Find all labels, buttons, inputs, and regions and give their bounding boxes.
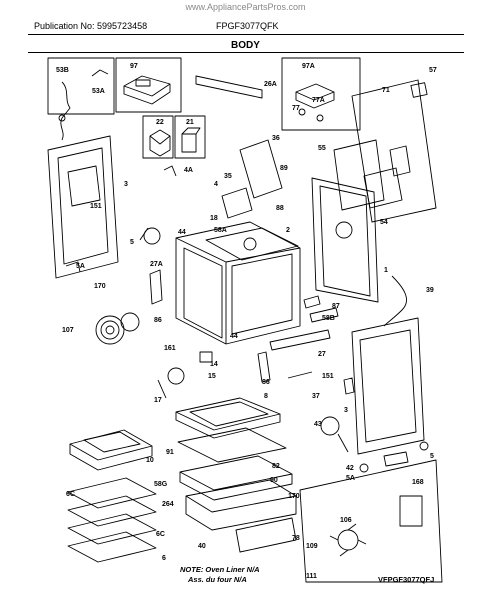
callout-17: 17 bbox=[154, 397, 162, 404]
callout-27: 27 bbox=[318, 351, 326, 358]
callout-88: 88 bbox=[276, 205, 284, 212]
callout-4: 4 bbox=[214, 181, 218, 188]
callout-27a: 27A bbox=[150, 261, 163, 268]
callout-86: 86 bbox=[154, 317, 162, 324]
detail-box-53b bbox=[47, 57, 115, 115]
callout-2: 2 bbox=[286, 227, 290, 234]
callout-3: 3 bbox=[344, 407, 348, 414]
callout-3: 3 bbox=[124, 181, 128, 188]
callout-42: 42 bbox=[346, 465, 354, 472]
callout-87: 87 bbox=[332, 303, 340, 310]
callout-82: 82 bbox=[272, 463, 280, 470]
callout-71: 71 bbox=[382, 87, 390, 94]
watermark: www.AppliancePartsPros.com bbox=[185, 2, 306, 12]
callout-109: 109 bbox=[306, 543, 318, 550]
callout-89: 89 bbox=[280, 165, 288, 172]
callout-5a: 5A bbox=[76, 263, 85, 270]
callout-15: 15 bbox=[208, 373, 216, 380]
callout-151: 151 bbox=[90, 203, 102, 210]
callout-54: 54 bbox=[380, 219, 388, 226]
header-rule bbox=[28, 34, 464, 35]
callout-4a: 4A bbox=[184, 167, 193, 174]
callout-5: 5 bbox=[130, 239, 134, 246]
callout-43: 43 bbox=[314, 421, 322, 428]
oven-liner-note-fr: Ass. du four N/A bbox=[188, 575, 247, 584]
callout-44: 44 bbox=[230, 333, 238, 340]
callout-6c: 6C bbox=[66, 491, 75, 498]
section-title: BODY bbox=[231, 40, 260, 51]
callout-58g: 58G bbox=[154, 481, 168, 488]
callout-78: 78 bbox=[292, 535, 300, 542]
callout-6c: 6C bbox=[156, 531, 165, 538]
callout-40: 40 bbox=[198, 543, 206, 550]
callout-107: 107 bbox=[62, 327, 74, 334]
callout-36: 36 bbox=[272, 135, 280, 142]
callout-1: 1 bbox=[384, 267, 388, 274]
callout-151: 151 bbox=[322, 373, 334, 380]
callout-22: 22 bbox=[156, 119, 164, 126]
callout-161: 161 bbox=[164, 345, 176, 352]
callout-6: 6 bbox=[162, 555, 166, 562]
callout-55: 55 bbox=[318, 145, 326, 152]
detail-box-22 bbox=[142, 115, 174, 159]
publication-number: Publication No: 5995723458 bbox=[34, 21, 148, 31]
callout-10: 10 bbox=[146, 457, 154, 464]
callout-97: 97 bbox=[130, 63, 138, 70]
callout-14: 14 bbox=[210, 361, 218, 368]
callout-58a: 58A bbox=[214, 227, 227, 234]
callout-57: 57 bbox=[429, 67, 437, 74]
callout-35: 35 bbox=[224, 173, 232, 180]
diagram-code: VFPGF3077QFJ bbox=[378, 575, 435, 584]
callout-5a: 5A bbox=[346, 475, 355, 482]
callout-111: 111 bbox=[306, 573, 317, 580]
callout-26a: 26A bbox=[264, 81, 277, 88]
callout-77a: 77A bbox=[312, 97, 325, 104]
callout-170: 170 bbox=[94, 283, 106, 290]
callout-44: 44 bbox=[178, 229, 186, 236]
callout-53b: 53B bbox=[56, 67, 69, 74]
callout-106: 106 bbox=[340, 517, 352, 524]
callout-8: 8 bbox=[264, 393, 268, 400]
callout-86: 86 bbox=[262, 379, 270, 386]
callout-5: 5 bbox=[430, 453, 434, 460]
model-number: FPGF3077QFK bbox=[216, 21, 279, 31]
callout-53a: 53A bbox=[92, 88, 105, 95]
oven-liner-note: NOTE: Oven Liner N/A bbox=[180, 565, 260, 574]
callout-91: 91 bbox=[166, 449, 174, 456]
callout-37: 37 bbox=[312, 393, 320, 400]
detail-box-21 bbox=[174, 115, 206, 159]
callout-97a: 97A bbox=[302, 63, 315, 70]
callout-170: 170 bbox=[288, 493, 300, 500]
callout-18: 18 bbox=[210, 215, 218, 222]
callout-90: 90 bbox=[270, 477, 278, 484]
detail-box-97a bbox=[281, 57, 361, 131]
callout-39: 39 bbox=[426, 287, 434, 294]
callout-58b: 58B bbox=[322, 315, 335, 322]
callout-168: 168 bbox=[412, 479, 424, 486]
callout-77: 77 bbox=[292, 105, 300, 112]
callout-21: 21 bbox=[186, 119, 194, 126]
detail-box-97 bbox=[115, 57, 182, 113]
title-rule bbox=[28, 52, 464, 53]
callout-264: 264 bbox=[162, 501, 174, 508]
